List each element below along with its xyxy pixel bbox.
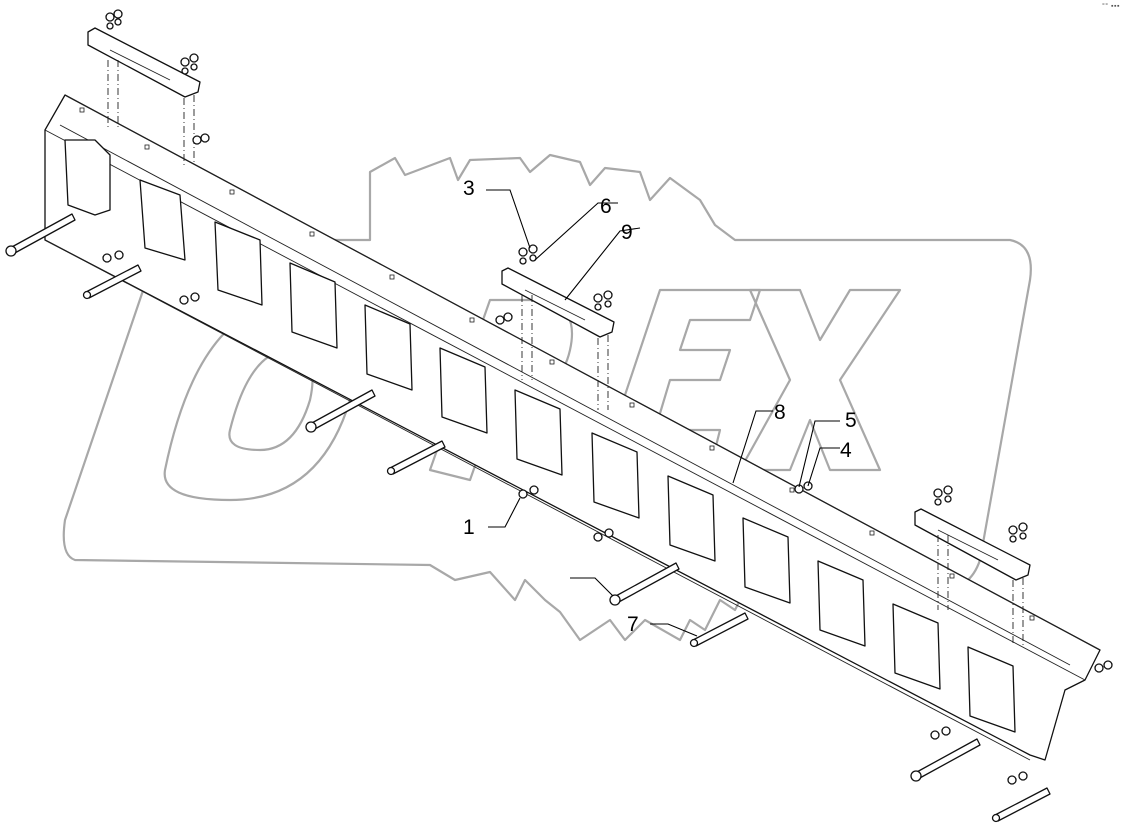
long-bolts [5,213,981,782]
leader-lines [486,189,840,637]
bracket-left [87,9,201,165]
beam-holes [79,107,1035,621]
callout-3: 3 [463,177,475,200]
screws-part-1 [102,250,1028,785]
callout-5: 5 [845,409,857,432]
callout-1: 1 [463,516,475,539]
bracket-middle-part-9 [501,244,615,410]
bracket-right [914,485,1031,645]
beam-windows [64,139,1016,733]
callout-9: 9 [621,221,633,244]
callout-8: 8 [774,401,786,424]
callout-4: 4 [840,439,852,462]
main-beam-part-8 [44,94,1101,761]
pins-part-7 [82,264,1051,823]
callout-6: 6 [600,195,612,218]
corner-mark: °° ▪▪▪ [1102,3,1120,10]
callout-7: 7 [627,613,639,636]
